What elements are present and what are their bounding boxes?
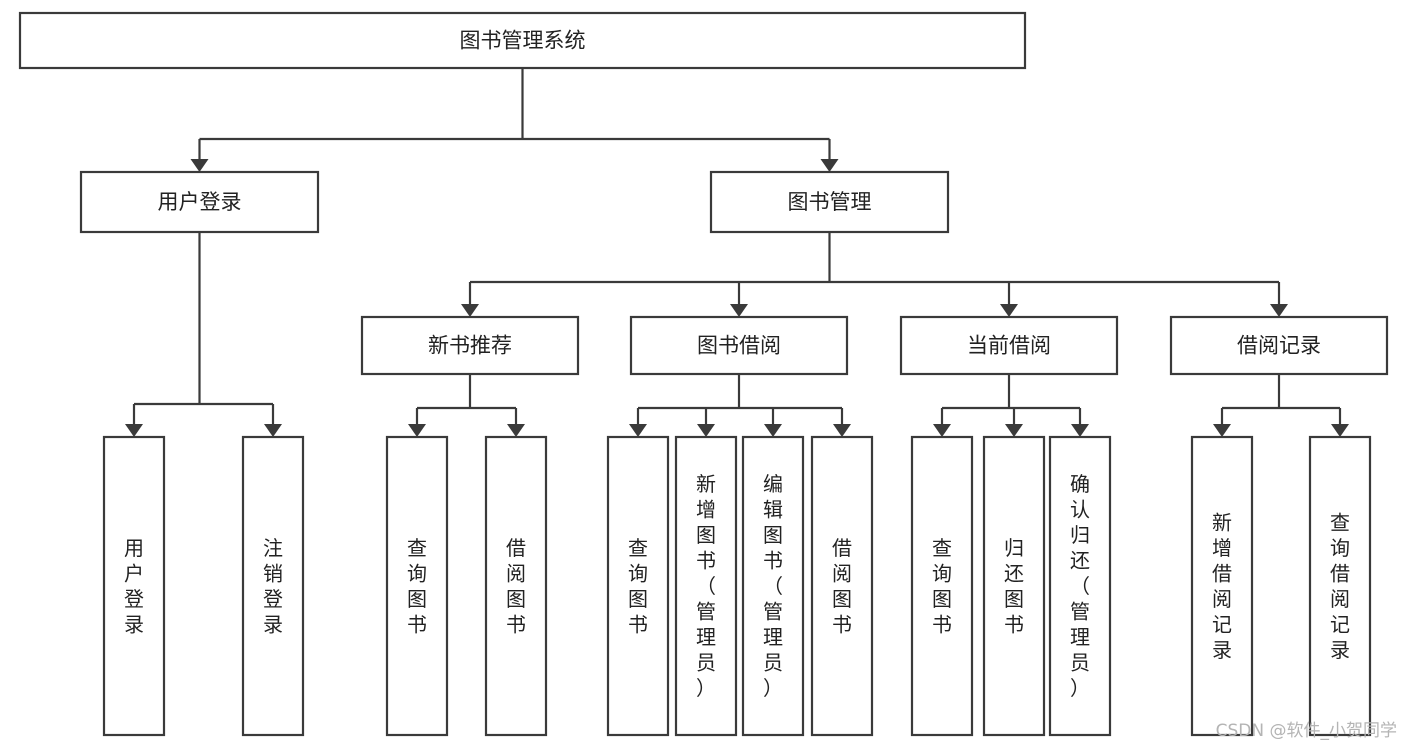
connector-group-current-borrow	[933, 374, 1089, 437]
node-label: 图书管理系统	[460, 29, 586, 53]
node-leaf-user-logout[interactable]: 注销登录	[241, 435, 305, 737]
node-label: 当前借阅	[967, 334, 1051, 358]
arrow-head-icon	[820, 159, 839, 172]
node-box[interactable]	[385, 435, 449, 737]
node-label: 新书推荐	[428, 334, 512, 358]
node-label: 查询借阅记录	[1330, 510, 1350, 662]
arrow-head-icon	[408, 424, 426, 437]
node-leaf-add-record[interactable]: 新增借阅记录	[1190, 435, 1254, 737]
connector-group-new-book-recommend	[408, 374, 525, 437]
node-label: 归还图书	[1004, 536, 1024, 637]
node-label: 借阅图书	[832, 536, 852, 637]
arrow-head-icon	[1331, 424, 1349, 437]
node-box[interactable]	[674, 435, 738, 737]
node-leaf-query-book-1[interactable]: 查询图书	[385, 435, 449, 737]
node-box[interactable]	[1169, 315, 1389, 376]
arrow-head-icon	[730, 304, 748, 317]
arrow-head-icon	[1270, 304, 1288, 317]
arrow-head-icon	[629, 424, 647, 437]
connector-group-book-borrow	[629, 374, 851, 437]
watermark-label: CSDN @软件_小贺同学	[1215, 721, 1397, 741]
arrow-head-icon	[507, 424, 525, 437]
node-book-manage[interactable]: 图书管理	[709, 170, 950, 234]
node-leaf-borrow-book-2[interactable]: 借阅图书	[810, 435, 874, 737]
node-current-borrow[interactable]: 当前借阅	[899, 315, 1119, 376]
node-borrow-record[interactable]: 借阅记录	[1169, 315, 1389, 376]
node-user-login[interactable]: 用户登录	[79, 170, 320, 234]
arrow-head-icon	[933, 424, 951, 437]
arrow-head-icon	[461, 304, 479, 317]
node-box[interactable]	[741, 435, 805, 737]
node-leaf-query-book-3[interactable]: 查询图书	[910, 435, 974, 737]
node-label: 用户登录	[158, 190, 242, 214]
arrow-head-icon	[264, 424, 282, 437]
connector-group-borrow-record	[1213, 374, 1349, 437]
node-box[interactable]	[1308, 435, 1372, 737]
node-box[interactable]	[810, 435, 874, 737]
arrow-head-icon	[1071, 424, 1089, 437]
node-box[interactable]	[1048, 435, 1112, 737]
node-book-borrow[interactable]: 图书借阅	[629, 315, 849, 376]
node-leaf-return-book[interactable]: 归还图书	[982, 435, 1046, 737]
node-box[interactable]	[241, 435, 305, 737]
node-box[interactable]	[484, 435, 548, 737]
node-leaf-query-book-2[interactable]: 查询图书	[606, 435, 670, 737]
node-label: 新增借阅记录	[1212, 510, 1232, 662]
node-label: 查询图书	[932, 536, 952, 637]
arrow-head-icon	[1005, 424, 1023, 437]
arrow-head-icon	[1000, 304, 1018, 317]
node-leaf-edit-book[interactable]: 编辑图书（管理员）	[741, 435, 805, 737]
node-label: 用户登录	[124, 536, 144, 637]
node-box[interactable]	[629, 315, 849, 376]
arrow-head-icon	[190, 159, 209, 172]
node-label: 确认归还（管理员）	[1070, 472, 1090, 700]
node-label: 图书借阅	[697, 334, 781, 358]
node-label: 图书管理	[788, 190, 872, 214]
node-box[interactable]	[709, 170, 950, 234]
connector-group-root	[190, 68, 839, 172]
arrow-head-icon	[764, 424, 782, 437]
node-new-book-recommend[interactable]: 新书推荐	[360, 315, 580, 376]
node-root[interactable]: 图书管理系统	[18, 11, 1027, 70]
node-leaf-borrow-book-1[interactable]: 借阅图书	[484, 435, 548, 737]
node-leaf-confirm-return[interactable]: 确认归还（管理员）	[1048, 435, 1112, 737]
node-box[interactable]	[606, 435, 670, 737]
node-box[interactable]	[360, 315, 580, 376]
nodes-layer: 图书管理系统用户登录图书管理新书推荐图书借阅当前借阅借阅记录用户登录注销登录查询…	[18, 11, 1389, 737]
node-box[interactable]	[79, 170, 320, 234]
arrow-head-icon	[1213, 424, 1231, 437]
node-label: 借阅记录	[1237, 334, 1321, 358]
node-label: 新增图书（管理员）	[696, 472, 716, 700]
node-leaf-add-book[interactable]: 新增图书（管理员）	[674, 435, 738, 737]
arrow-head-icon	[125, 424, 143, 437]
node-box[interactable]	[102, 435, 166, 737]
connector-group-user-login	[125, 232, 282, 437]
connectors-layer	[125, 68, 1349, 437]
node-box[interactable]	[1190, 435, 1254, 737]
node-label: 注销登录	[263, 536, 283, 637]
arrow-head-icon	[697, 424, 715, 437]
node-label: 查询图书	[628, 536, 648, 637]
node-label: 借阅图书	[506, 536, 526, 637]
connector-group-book-manage	[461, 232, 1288, 317]
arrow-head-icon	[833, 424, 851, 437]
node-box[interactable]	[982, 435, 1046, 737]
node-box[interactable]	[18, 11, 1027, 70]
node-leaf-query-record[interactable]: 查询借阅记录	[1308, 435, 1372, 737]
node-label: 查询图书	[407, 536, 427, 637]
node-leaf-user-login[interactable]: 用户登录	[102, 435, 166, 737]
node-label: 编辑图书（管理员）	[763, 472, 783, 700]
node-box[interactable]	[910, 435, 974, 737]
node-box[interactable]	[899, 315, 1119, 376]
